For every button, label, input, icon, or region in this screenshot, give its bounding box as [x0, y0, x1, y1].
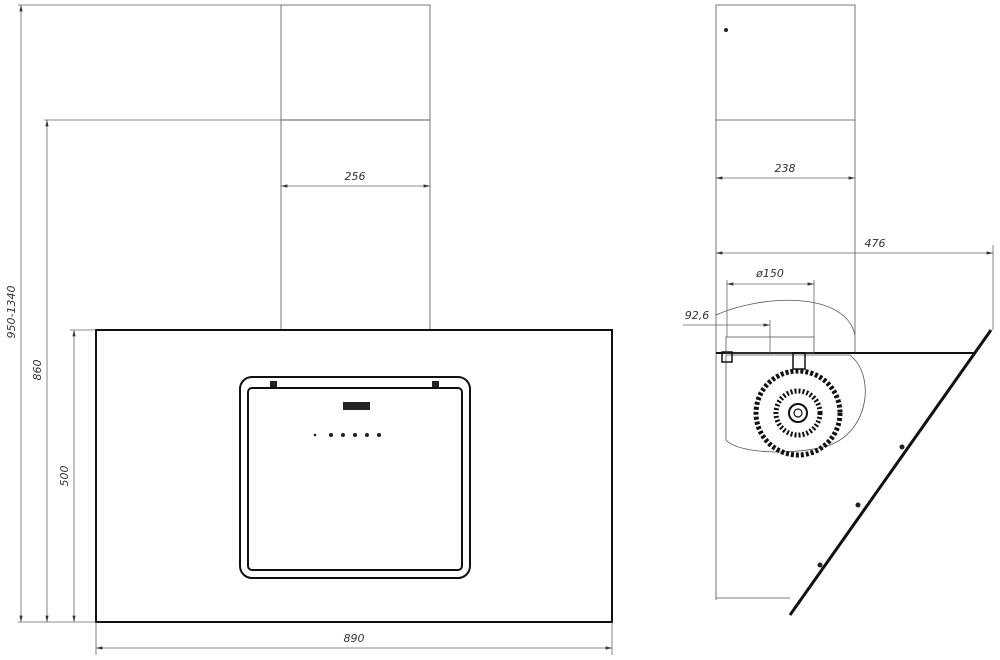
fan-assembly [721, 351, 866, 458]
glass-panel-outer [239, 376, 471, 579]
chimney-lower [280, 119, 431, 331]
display [343, 402, 370, 410]
glass-panel-inner [247, 387, 463, 571]
side-chimney-upper [715, 4, 856, 121]
chimney-upper [280, 4, 431, 121]
dim-label-total-depth: 476 [865, 237, 886, 250]
front-view: 256 890 950-1340 860 500 [5, 4, 613, 655]
glass-side [788, 329, 993, 616]
dim-label-total-width: 890 [344, 632, 365, 645]
control-buttons [313, 433, 381, 437]
duct-clearance-curve [715, 299, 856, 336]
clip-right [432, 381, 439, 387]
glass-fixings [817, 444, 905, 568]
side-view: 238 476 ø150 92,6 [683, 4, 994, 616]
hood-body [95, 329, 613, 623]
dim-label-duct-offset: 92,6 [685, 309, 710, 322]
dim-label-min-height: 860 [31, 360, 44, 381]
dim-label-duct-diameter: ø150 [755, 267, 784, 280]
dim-label-total-height: 950-1340 [5, 286, 18, 339]
dim-label-body-height: 500 [58, 466, 71, 487]
clip-left [270, 381, 277, 387]
dim-label-chimney-depth: 238 [775, 162, 796, 175]
dim-label-chimney-width: 256 [345, 170, 366, 183]
